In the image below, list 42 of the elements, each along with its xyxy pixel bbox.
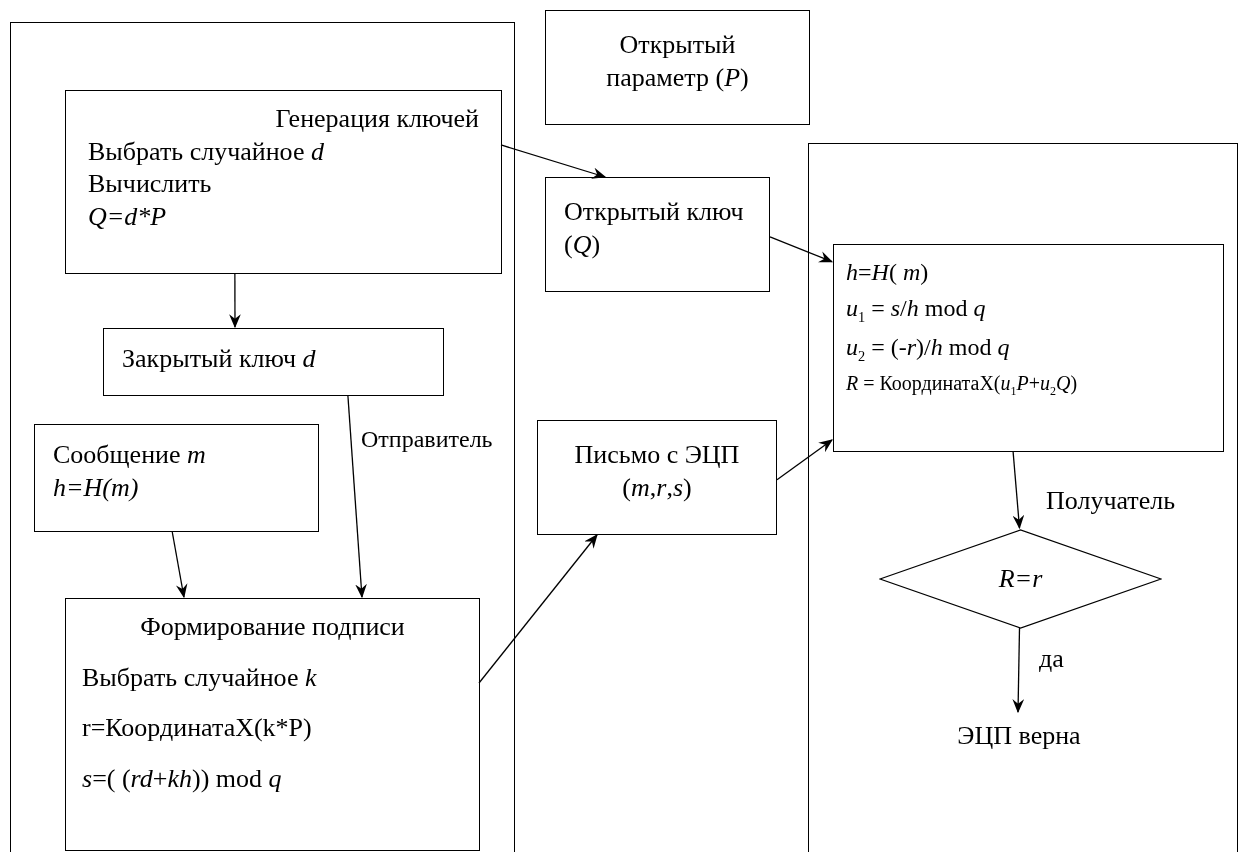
box-heading: Формирование подписи (139, 611, 406, 643)
arrow (1012, 450, 1025, 530)
receiver-panel (808, 143, 1238, 852)
sender-panel (10, 22, 515, 852)
box-text: Выбрать случайное d (88, 135, 325, 168)
arrow (500, 144, 607, 179)
box-text: h=H(m) (53, 471, 140, 504)
box-text: Открытый параметр (P) (605, 29, 750, 94)
arrow (229, 272, 241, 329)
box-text: Вычислить (88, 168, 213, 200)
box-text: u$_{2}$ = (-r)/h mod q (846, 332, 1011, 365)
process-box (833, 244, 1224, 452)
process-box (65, 598, 480, 851)
box-text: Выбрать случайное k (82, 661, 318, 694)
process-box (545, 10, 810, 125)
arrow (171, 530, 188, 599)
box-text: u$_{1}$ = s/h mod q (846, 294, 987, 326)
process-box (103, 328, 444, 396)
arrow (769, 236, 834, 263)
process-box (537, 420, 777, 535)
box-text: Открытый ключ (Q) (564, 196, 745, 261)
condition-text: R=r (998, 562, 1043, 595)
process-box (545, 177, 770, 292)
box-text: R = КоординатаX(u$_{1}$P+u$_{2}$Q) (846, 370, 1079, 399)
panel-heading: Отправитель (361, 425, 493, 454)
box-text: h=H( m) (846, 258, 930, 287)
decision-diamond (879, 529, 1162, 629)
box-text: Закрытый ключ d (122, 343, 317, 375)
box-heading: Генерация ключей (274, 103, 479, 135)
process-box (65, 90, 502, 274)
box-text: Письмо с ЭЦП (m,r,s) (573, 439, 741, 504)
arrow (478, 534, 598, 684)
arrow (347, 394, 367, 599)
box-text: s=( (rd+kh)) mod q (82, 762, 283, 795)
arrow (1012, 627, 1025, 714)
result-text: ЭЦП верна (921, 713, 1117, 759)
process-box (34, 424, 319, 532)
box-text: r=КоординатаX(k*P) (82, 712, 313, 744)
panel-heading: Получатель (1046, 485, 1176, 517)
box-text: Q=d*P (88, 200, 168, 233)
box-text: Сообщение m (53, 439, 207, 471)
arrow (776, 439, 833, 481)
